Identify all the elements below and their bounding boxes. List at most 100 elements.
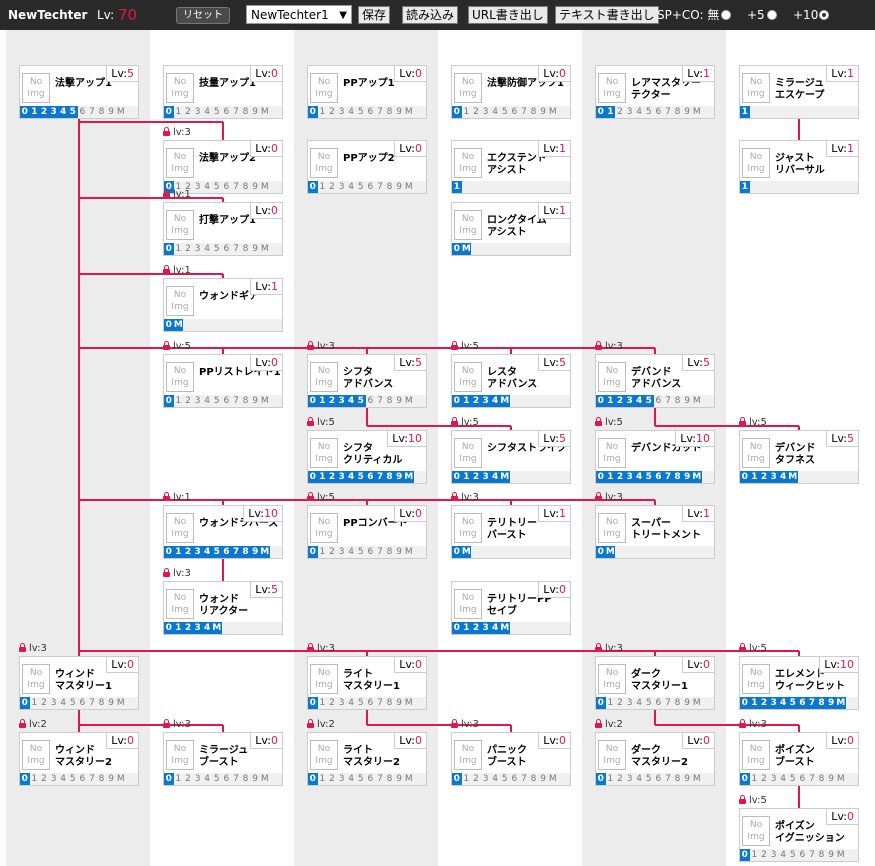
- level-option[interactable]: M: [548, 774, 557, 784]
- level-option[interactable]: 0: [308, 471, 318, 483]
- level-option[interactable]: 5: [355, 395, 366, 407]
- level-option[interactable]: 8: [384, 471, 395, 483]
- level-option[interactable]: 5: [67, 106, 78, 118]
- level-option[interactable]: 4: [634, 471, 644, 483]
- level-option[interactable]: 2: [615, 395, 625, 407]
- level-option[interactable]: 7: [665, 774, 671, 784]
- level-option[interactable]: M: [260, 107, 269, 117]
- level-option[interactable]: 9: [252, 107, 258, 117]
- level-option[interactable]: 0: [596, 546, 606, 558]
- level-option[interactable]: 9: [394, 471, 404, 483]
- level-option[interactable]: 4: [634, 395, 644, 407]
- level-option[interactable]: 3: [338, 107, 345, 117]
- level-option[interactable]: 6: [79, 107, 86, 117]
- level-option[interactable]: 5: [645, 698, 652, 708]
- level-option[interactable]: 2: [759, 697, 769, 709]
- level-option[interactable]: 0: [596, 395, 606, 407]
- level-option[interactable]: 5: [213, 244, 220, 254]
- level-option[interactable]: 1: [173, 546, 184, 558]
- level-option[interactable]: 2: [471, 622, 481, 634]
- level-option[interactable]: M: [403, 471, 414, 483]
- level-option[interactable]: 4: [636, 698, 643, 708]
- level-option[interactable]: M: [836, 850, 845, 860]
- level-option[interactable]: 3: [480, 471, 491, 483]
- level-option[interactable]: 1: [751, 850, 758, 860]
- level-option[interactable]: 5: [69, 774, 76, 784]
- level-option[interactable]: 9: [396, 396, 402, 406]
- level-option[interactable]: 3: [770, 774, 777, 784]
- level-option[interactable]: M: [787, 471, 798, 483]
- level-option[interactable]: 9: [250, 546, 260, 558]
- level-option[interactable]: 3: [194, 244, 201, 254]
- level-option[interactable]: 6: [367, 698, 374, 708]
- level-option[interactable]: 6: [223, 107, 230, 117]
- plus10-radio[interactable]: [819, 10, 829, 20]
- level-option[interactable]: 8: [98, 107, 105, 117]
- level-option[interactable]: 5: [645, 774, 652, 784]
- level-option[interactable]: 3: [770, 850, 777, 860]
- level-option[interactable]: 9: [396, 774, 402, 784]
- reset-button[interactable]: リセット: [176, 7, 230, 24]
- level-option[interactable]: 9: [108, 774, 114, 784]
- level-option[interactable]: 1: [317, 395, 328, 407]
- level-option[interactable]: M: [692, 396, 701, 406]
- level-option[interactable]: 3: [480, 622, 491, 634]
- level-option[interactable]: 5: [211, 546, 222, 558]
- level-option[interactable]: 8: [816, 697, 827, 709]
- level-option[interactable]: 8: [530, 774, 537, 784]
- level-option[interactable]: 0: [452, 106, 462, 118]
- level-option[interactable]: 3: [194, 774, 201, 784]
- level-option[interactable]: 0: [308, 181, 318, 193]
- level-option[interactable]: 1: [605, 106, 616, 118]
- sp-co-none-radio[interactable]: [721, 10, 731, 20]
- level-option[interactable]: 8: [242, 107, 249, 117]
- level-option[interactable]: 8: [674, 396, 681, 406]
- level-option[interactable]: 8: [386, 547, 393, 557]
- level-option[interactable]: 2: [327, 471, 337, 483]
- level-option[interactable]: M: [173, 319, 184, 331]
- level-option[interactable]: 7: [233, 244, 239, 254]
- level-option[interactable]: 1: [175, 244, 182, 254]
- level-option[interactable]: 9: [826, 697, 836, 709]
- level-option[interactable]: 0: [20, 106, 30, 118]
- level-option[interactable]: 8: [530, 107, 537, 117]
- level-option[interactable]: 0: [164, 106, 174, 118]
- level-option[interactable]: M: [692, 107, 701, 117]
- level-option[interactable]: 3: [338, 774, 345, 784]
- level-option[interactable]: 7: [663, 471, 673, 483]
- level-option[interactable]: 6: [655, 774, 662, 784]
- level-option[interactable]: 6: [367, 107, 374, 117]
- level-option[interactable]: 2: [185, 774, 191, 784]
- level-option[interactable]: 2: [617, 698, 623, 708]
- level-option[interactable]: 0: [164, 181, 174, 193]
- level-option[interactable]: 7: [89, 107, 95, 117]
- level-option[interactable]: 0: [308, 395, 318, 407]
- level-option[interactable]: 5: [357, 182, 364, 192]
- level-option[interactable]: 8: [674, 698, 681, 708]
- level-option[interactable]: 4: [60, 698, 67, 708]
- level-option[interactable]: 7: [377, 547, 383, 557]
- level-option[interactable]: 9: [252, 182, 258, 192]
- level-option[interactable]: 7: [521, 774, 527, 784]
- level-option[interactable]: 6: [79, 698, 86, 708]
- level-option[interactable]: 7: [377, 774, 383, 784]
- level-option[interactable]: 5: [787, 697, 798, 709]
